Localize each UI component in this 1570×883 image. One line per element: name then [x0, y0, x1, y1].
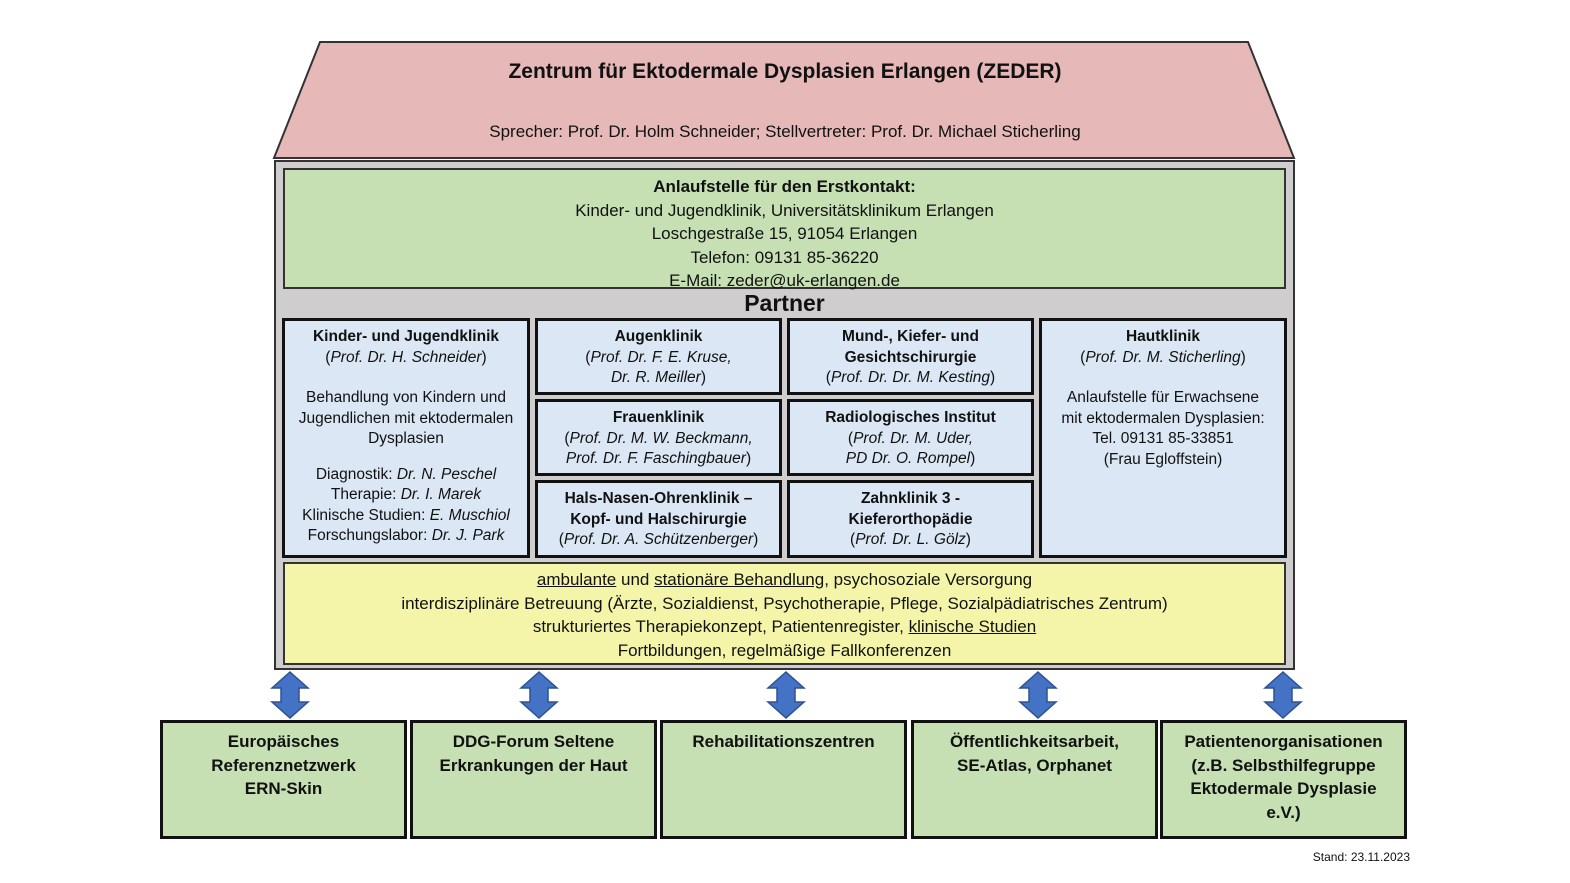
network-line: SE-Atlas, Orphanet: [957, 755, 1112, 775]
hautklinik-phone: Tel. 09131 85-33851: [1092, 430, 1234, 447]
role-forschung: Forschungslabor: Dr. J. Park: [307, 527, 505, 544]
network-line: Patientenorganisationen: [1184, 732, 1383, 751]
frauenklinik-title: Frauenklinik: [612, 409, 705, 426]
first-contact-email[interactable]: E-Mail: zeder@uk-erlangen.de: [669, 271, 900, 290]
first-contact-clinic: Kinder- und Jugendklinik, Universitätskl…: [575, 200, 994, 220]
first-contact-address: Loschgestraße 15, 91054 Erlangen: [651, 224, 918, 243]
partner-heading: Partner: [744, 290, 825, 316]
role-diagnostik: Diagnostik: Dr. N. Peschel: [315, 465, 497, 483]
role-studien: Klinische Studien: E. Muschiol: [302, 506, 510, 524]
zahnklinik-title-2: Kieferorthopädie: [848, 510, 973, 528]
radiologie-lead-1: (Prof. Dr. M. Uder,: [847, 429, 974, 447]
network-line: DDG-Forum Seltene: [452, 732, 615, 751]
radiologie-lead-2: PD Dr. O. Rompel): [845, 450, 976, 467]
services-line-3: strukturiertes Therapiekonzept, Patiente…: [532, 617, 1037, 636]
kinderklinik-lead: (Prof. Dr. H. Schneider): [325, 348, 487, 366]
hautklinik-desc-1: Anlaufstelle für Erwachsene: [1066, 389, 1260, 406]
first-contact-heading: Anlaufstelle für den Erstkontakt:: [653, 177, 916, 196]
augenklinik-title: Augenklinik: [614, 328, 703, 345]
services-line-1: ambulante und stationäre Behandlung, psy…: [536, 570, 1033, 589]
network-line: Ektodermale Dysplasie: [1190, 779, 1377, 798]
kinderklinik-desc-3: Dysplasien: [368, 430, 444, 447]
network-line: Referenznetzwerk: [211, 755, 356, 775]
network-line: e.V.): [1266, 802, 1301, 822]
version-date: Stand: 23.11.2023: [1312, 850, 1410, 864]
augenklinik-lead-2: Dr. R. Meiller): [610, 369, 707, 386]
double-arrow-icon: [766, 670, 806, 720]
partner-radiologie: Radiologisches Institut (Prof. Dr. M. Ud…: [787, 399, 1034, 476]
network-line: ERN-Skin: [244, 779, 323, 798]
network-ern-skin: Europäisches Referenznetzwerk ERN-Skin: [160, 720, 407, 839]
partner-zahnklinik: Zahnklinik 3 - Kieferorthopädie (Prof. D…: [787, 480, 1034, 558]
network-line: (z.B. Selbsthilfegruppe: [1191, 755, 1376, 775]
radiologie-title: Radiologisches Institut: [825, 409, 996, 426]
partner-frauenklinik: Frauenklinik (Prof. Dr. M. W. Beckmann, …: [535, 399, 782, 476]
hautklinik-contact: (Frau Egloffstein): [1103, 450, 1223, 468]
partner-mkg: Mund-, Kiefer- und Gesichtschirurgie (Pr…: [787, 318, 1034, 395]
zahnklinik-lead: (Prof. Dr. L. Gölz): [850, 531, 971, 548]
center-speakers: Sprecher: Prof. Dr. Holm Schneider; Stel…: [489, 122, 1081, 141]
augenklinik-lead-1: (Prof. Dr. F. E. Kruse,: [585, 348, 732, 366]
mkg-lead: (Prof. Dr. Dr. M. Kesting): [825, 369, 996, 386]
kinderklinik-desc-1: Behandlung von Kindern und: [306, 389, 506, 406]
hautklinik-desc-2: mit ektodermalen Dysplasien:: [1061, 409, 1265, 427]
kinderklinik-title: Kinder- und Jugendklinik: [312, 328, 499, 345]
network-line: Öffentlichkeitsarbeit,: [949, 732, 1120, 751]
mkg-title-2: Gesichtschirurgie: [844, 348, 977, 366]
first-contact-box: Anlaufstelle für den Erstkontakt: Kinder…: [283, 168, 1286, 290]
hautklinik-title: Hautklinik: [1125, 328, 1201, 345]
services-line-2: interdisziplinäre Betreuung (Ärzte, Sozi…: [401, 593, 1168, 613]
double-arrow-icon: [519, 670, 559, 720]
hautklinik-lead: (Prof. Dr. M. Sticherling): [1080, 348, 1246, 366]
services-box: ambulante und stationäre Behandlung, psy…: [283, 562, 1286, 665]
network-rehabilitation: Rehabilitationszentren: [660, 720, 907, 839]
partner-hautklinik: Hautklinik (Prof. Dr. M. Sticherling) An…: [1039, 318, 1287, 558]
hno-title-2: Kopf- und Halschirurgie: [570, 510, 747, 528]
double-arrow-icon: [1018, 670, 1058, 720]
services-line-4: Fortbildungen, regelmäßige Fallkonferenz…: [617, 640, 952, 660]
center-title: Zentrum für Ektodermale Dysplasien Erlan…: [508, 60, 1062, 83]
network-line: Erkrankungen der Haut: [439, 755, 628, 775]
mkg-title-1: Mund-, Kiefer- und: [842, 328, 979, 345]
hno-title-1: Hals-Nasen-Ohrenklinik –: [564, 490, 753, 507]
zahnklinik-title-1: Zahnklinik 3 -: [860, 490, 961, 507]
frauenklinik-lead-2: Prof. Dr. F. Faschingbauer): [565, 450, 752, 467]
frauenklinik-lead-1: (Prof. Dr. M. W. Beckmann,: [564, 429, 753, 447]
partner-hno: Hals-Nasen-Ohrenklinik – Kopf- und Halsc…: [535, 480, 782, 558]
partner-kinderklinik: Kinder- und Jugendklinik (Prof. Dr. H. S…: [282, 318, 530, 558]
roof-shape: [272, 41, 1296, 159]
network-public-relations: Öffentlichkeitsarbeit, SE-Atlas, Orphane…: [911, 720, 1158, 839]
network-patient-organisations: Patientenorganisationen (z.B. Selbsthilf…: [1160, 720, 1407, 839]
partner-augenklinik: Augenklinik (Prof. Dr. F. E. Kruse, Dr. …: [535, 318, 782, 395]
double-arrow-icon: [1263, 670, 1303, 720]
role-therapie: Therapie: Dr. I. Marek: [330, 486, 482, 503]
kinderklinik-desc-2: Jugendlichen mit ektodermalen: [298, 409, 514, 427]
double-arrow-icon: [270, 670, 310, 720]
network-line: Europäisches: [227, 732, 340, 751]
first-contact-phone: Telefon: 09131 85-36220: [690, 247, 879, 267]
hno-lead: (Prof. Dr. A. Schützenberger): [558, 531, 759, 548]
network-line: Rehabilitationszentren: [692, 732, 875, 751]
network-ddg-forum: DDG-Forum Seltene Erkrankungen der Haut: [410, 720, 657, 839]
